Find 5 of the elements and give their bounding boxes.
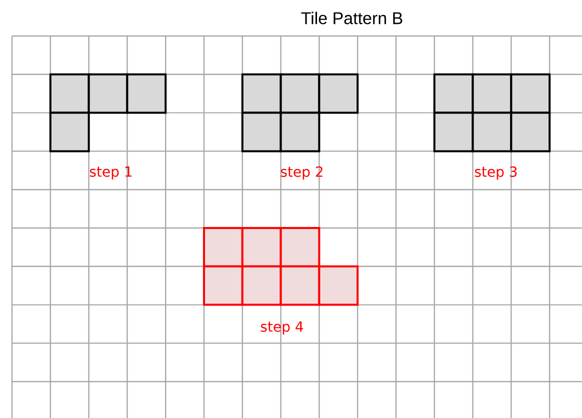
- step-label: step 1: [90, 166, 132, 180]
- step-label: step 3: [474, 166, 517, 180]
- step-label: step 4: [260, 321, 304, 335]
- step-label: step 2: [280, 166, 322, 180]
- title: Tile Pattern B: [301, 12, 402, 24]
